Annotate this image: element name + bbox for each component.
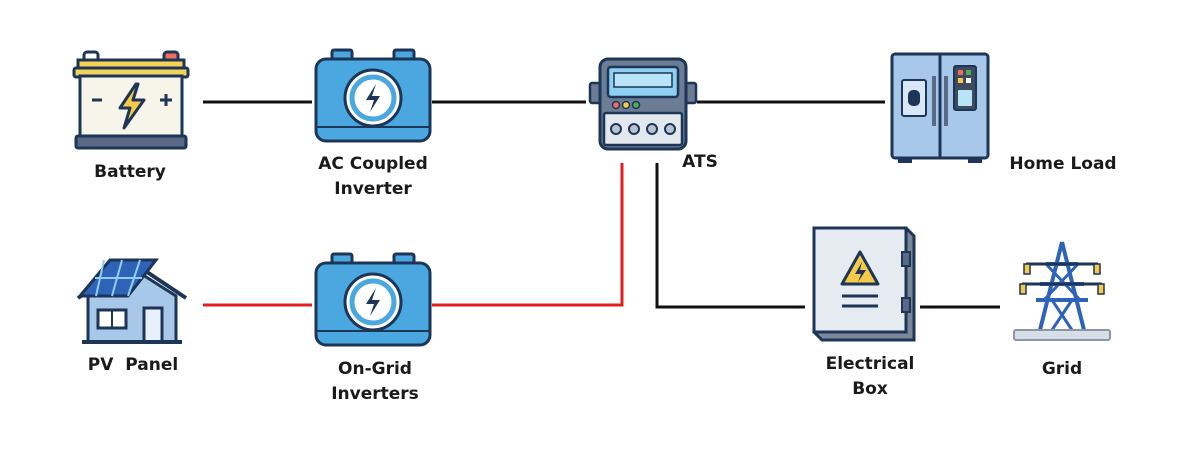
home-load-label: Home Load [1009,154,1117,174]
grid-label: Grid [1041,359,1083,379]
electrical-box-label-line2: Box [852,379,888,399]
solar-house-icon [76,258,188,344]
on-grid-inverters-label: On-Grid Inverters [315,357,435,407]
wire-ats-electrical-box [655,163,805,309]
ac-inverter-label: AC Coupled Inverter [295,152,451,202]
wire-on-grid-inverter-ats [432,163,624,307]
fridge-icon [890,52,990,163]
ats-label: ATS [682,152,718,172]
on-grid-inverters-label-line2: Inverters [331,384,419,404]
on-grid-inverter-icon [314,252,432,347]
ac-inverter-label-line1: AC Coupled [318,154,428,174]
electrical-box-icon [812,226,916,342]
battery-icon [72,50,190,150]
electrical-box-label: Electrical Box [810,352,930,402]
ac-inverter-label-line2: Inverter [334,179,412,199]
ats-meter-icon [588,57,698,151]
electrical-box-label-line1: Electrical [825,354,915,374]
battery-label: Battery [94,162,166,182]
pv-panel-label: PV Panel [87,355,179,375]
on-grid-inverters-label-line1: On-Grid [338,359,412,379]
ac-inverter-icon [314,48,432,143]
power-tower-icon [1013,241,1111,341]
